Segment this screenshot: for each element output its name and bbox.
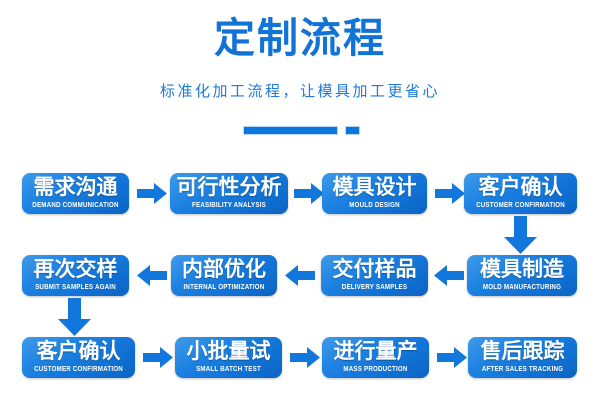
page-title: 定制流程: [214, 14, 386, 62]
flow-step-title: 内部优化: [182, 257, 266, 282]
flow-step-subtitle: MOLD MANUFACTURING: [482, 283, 562, 293]
flow-step-title: 可行性分析: [176, 175, 282, 200]
title-divider: [0, 126, 600, 138]
arrow-right-icon: [294, 183, 324, 204]
flow-step-after-sales-tracking[interactable]: 售后跟踪 AFTER SALES TRACKING: [468, 337, 577, 378]
flow-step-title: 小批量试: [186, 339, 271, 364]
flow-step-title: 售后跟踪: [480, 339, 565, 364]
arrow-down-icon: [504, 216, 537, 254]
arrow-down-icon: [58, 298, 91, 336]
flow-step-feasibility-analysis[interactable]: 可行性分析 FEASIBILITY ANALYSIS: [170, 173, 288, 214]
flow-step-internal-optimization[interactable]: 内部优化 INTERNAL OPTIMIZATION: [171, 255, 277, 296]
flow-step-subtitle: INTERNAL OPTIMIZATION: [183, 283, 265, 293]
flow-step-subtitle: SMALL BATCH TEST: [196, 365, 261, 375]
flow-step-subtitle: MASS PRODUCTION: [343, 365, 408, 375]
flow-step-submit-samples-again[interactable]: 再次交样 SUBMIT SAMPLES AGAIN: [22, 255, 129, 296]
arrow-right-icon: [437, 347, 467, 368]
flow-step-mold-manufacturing[interactable]: 模具制造 MOLD MANUFACTURING: [467, 255, 577, 296]
flow-step-delivery-samples[interactable]: 交付样品 DELIVERY SAMPLES: [321, 255, 428, 296]
flow-step-customer-confirmation-2[interactable]: 客户确认 CUSTOMER CONFIRMATION: [22, 337, 135, 378]
divider-bar: [243, 126, 338, 135]
flow-step-subtitle: MOULD DESIGN: [349, 201, 400, 211]
arrow-right-icon: [137, 183, 167, 204]
arrow-right-icon: [435, 183, 465, 204]
flow-step-subtitle: CUSTOMER CONFIRMATION: [34, 365, 123, 375]
flow-step-subtitle: DELIVERY SAMPLES: [341, 283, 408, 293]
arrow-left-icon: [285, 265, 315, 286]
arrow-left-icon: [137, 265, 167, 286]
flow-step-title: 需求沟通: [33, 175, 118, 200]
flow-step-title: 进行量产: [333, 339, 418, 364]
flow-step-subtitle: DEMAND COMMUNICATION: [32, 201, 119, 211]
flow-step-title: 客户确认: [478, 175, 563, 200]
flow-step-subtitle: CUSTOMER CONFIRMATION: [476, 201, 565, 211]
arrow-right-icon: [143, 347, 173, 368]
flow-step-subtitle: AFTER SALES TRACKING: [481, 365, 564, 375]
header: 定制流程 标准化加工流程，让模具加工更省心: [0, 0, 600, 101]
flow-step-title: 模具制造: [480, 257, 564, 282]
flow-step-mould-design[interactable]: 模具设计 MOULD DESIGN: [322, 173, 427, 214]
flow-step-title: 再次交样: [33, 257, 118, 282]
page-subtitle: 标准化加工流程，让模具加工更省心: [159, 82, 440, 100]
flow-step-subtitle: FEASIBILITY ANALYSIS: [192, 201, 266, 211]
flow-step-title: 交付样品: [332, 257, 417, 282]
divider-square: [345, 126, 360, 135]
flow-step-small-batch-test[interactable]: 小批量试 SMALL BATCH TEST: [175, 337, 282, 378]
flow-step-title: 模具设计: [332, 175, 417, 200]
flow-step-demand-communication[interactable]: 需求沟通 DEMAND COMMUNICATION: [22, 173, 129, 214]
flow-step-subtitle: SUBMIT SAMPLES AGAIN: [35, 283, 116, 293]
arrow-left-icon: [434, 265, 464, 286]
flow-step-title: 客户确认: [36, 339, 121, 364]
flow-step-customer-confirmation-1[interactable]: 客户确认 CUSTOMER CONFIRMATION: [464, 173, 577, 214]
flow-step-mass-production[interactable]: 进行量产 MASS PRODUCTION: [322, 337, 429, 378]
arrow-right-icon: [290, 347, 320, 368]
